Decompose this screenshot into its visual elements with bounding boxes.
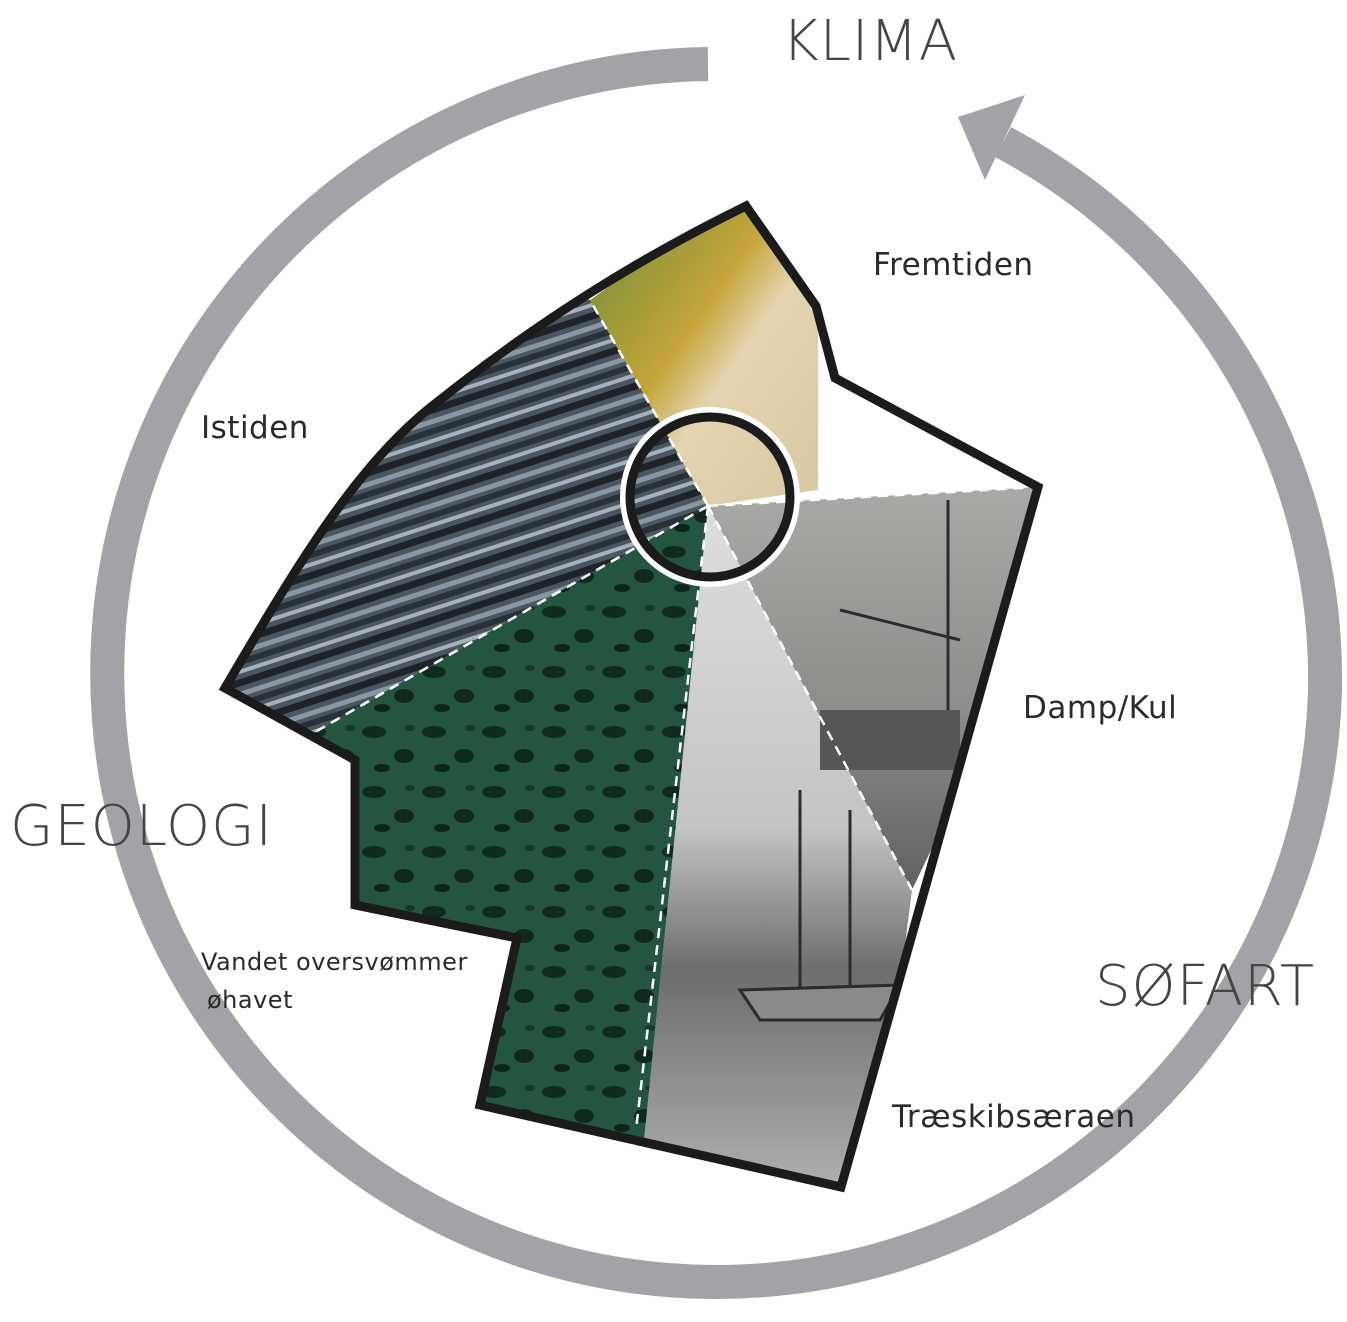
area-outline (218, 200, 1044, 1193)
cycle-arrowhead (958, 95, 1025, 180)
theme-geologi: GEOLOGI (10, 794, 273, 859)
era-segments (225, 206, 1038, 1187)
theme-klima: KLIMA (782, 9, 958, 74)
theme-sofart: SØFART (1095, 954, 1315, 1019)
label-traeskibs: Træskibsæraen (891, 1099, 1136, 1135)
label-vandet-line2: øhavet (207, 986, 293, 1014)
ship-sketch (737, 500, 961, 1022)
center-ring-inner (625, 412, 795, 582)
cycle-arrow (90, 47, 1343, 1299)
label-vandet-line1: Vandet oversvømmer (201, 948, 468, 976)
label-istiden: Istiden (201, 410, 309, 446)
label-damp-kul: Damp/Kul (1023, 690, 1177, 726)
label-fremtiden: Fremtiden (873, 247, 1034, 283)
segment-damp-kul (708, 487, 1038, 890)
segment-traeskibs (636, 506, 912, 1187)
